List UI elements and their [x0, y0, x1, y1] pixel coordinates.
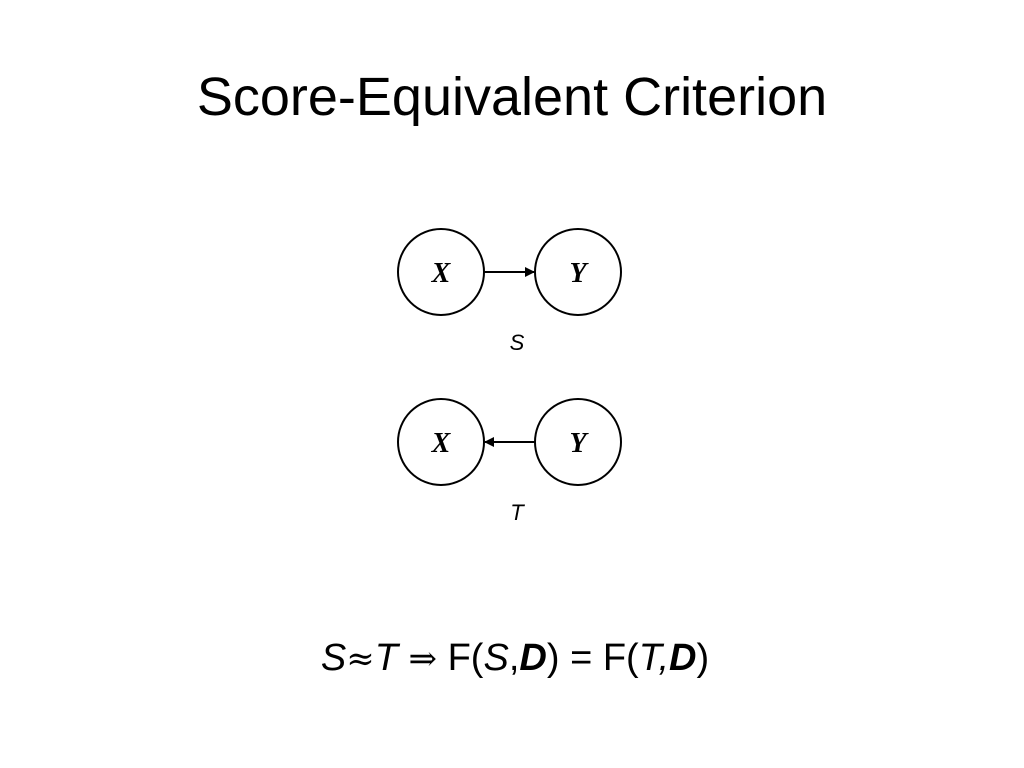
slide-title: Score-Equivalent Criterion: [196, 67, 828, 127]
equals-sign: =: [570, 637, 593, 679]
node-x-label: X: [431, 428, 452, 459]
formula-structure-s: S: [320, 637, 347, 679]
graph-caption: T: [510, 500, 525, 525]
node-x-circle: [397, 398, 485, 486]
score-arg-data: D: [519, 637, 547, 679]
score-function-close: ): [546, 637, 560, 679]
graph-caption: S: [510, 330, 525, 355]
approx-symbol: ≈: [346, 639, 375, 679]
score-equivalence-formula: S≈T ⇒ F(S,D) = F(T,D): [0, 628, 1024, 689]
score-function-close: ): [696, 637, 710, 679]
arg-separator: ,: [508, 637, 520, 679]
score-function-open: F(: [602, 637, 639, 679]
node-y-circle: [534, 398, 622, 486]
node-y-circle: [534, 228, 622, 316]
formula-structure-t: T: [374, 637, 398, 679]
node-x-label: X: [431, 258, 452, 289]
score-arg-data: D: [669, 637, 697, 679]
score-arg-structure: S: [483, 637, 509, 679]
arg-separator: ,: [658, 637, 669, 679]
graph-t: X Y T: [397, 398, 622, 525]
score-arg-structure: T: [638, 637, 659, 679]
implies-symbol: ⇒: [408, 639, 438, 679]
node-x-circle: [397, 228, 485, 316]
graph-s: X Y S: [397, 228, 622, 355]
node-y-label: Y: [569, 428, 589, 459]
node-y-label: Y: [569, 258, 589, 289]
score-function-open: F(: [447, 637, 484, 679]
